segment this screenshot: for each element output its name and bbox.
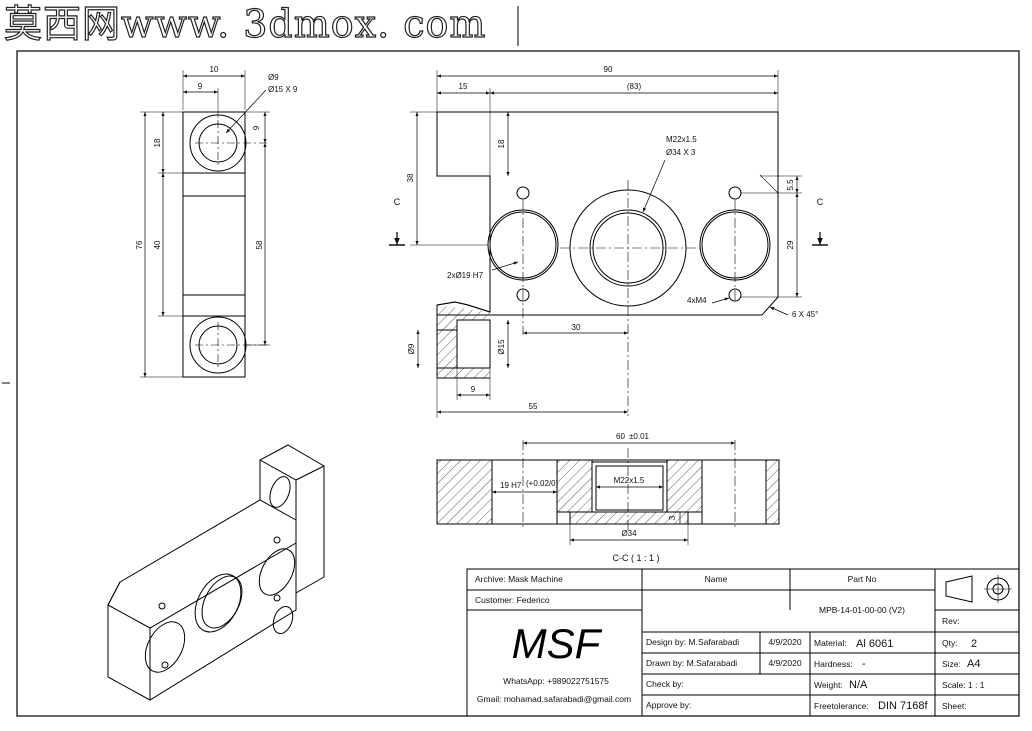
company-logo: MSF — [512, 620, 603, 667]
dim-section-hole-tol: (+0.02/0) — [526, 479, 559, 488]
part-number: MPB-14-01-00-00 (V2) — [819, 605, 905, 615]
hardness-value: - — [862, 658, 866, 670]
dim-side-top-offset: 9 — [198, 82, 203, 91]
section-marker-right: C — [817, 197, 824, 207]
front-view — [389, 70, 828, 418]
dim-side-right-offset: 9 — [252, 125, 261, 130]
title-block — [466, 568, 1020, 717]
drawn-date: 4/9/2020 — [768, 658, 801, 668]
qty-label: Qty: — [942, 638, 958, 648]
dim-section-thread: M22x1.5 — [614, 476, 645, 485]
size-label: Size: — [942, 659, 961, 669]
dim-front-bottom-length: 55 — [529, 402, 538, 411]
dim-side-hole-1: Ø9 — [268, 73, 279, 82]
freetol-value: DIN 7168f — [878, 700, 928, 712]
sheet-label: Sheet: — [942, 701, 967, 711]
dim-front-bore-small: Ø9 — [407, 343, 416, 354]
dim-front-height-step: 18 — [497, 139, 506, 148]
dim-side-overall-height: 76 — [135, 240, 144, 249]
dim-front-bore-depth: 9 — [471, 385, 476, 394]
dim-section-span-tol: ±0.01 — [629, 432, 650, 441]
side-view-labels: 10 9 Ø9 Ø15 X 9 9 18 76 40 58 — [135, 65, 298, 249]
dim-side-inner-height: 40 — [153, 240, 162, 249]
side-view — [140, 70, 270, 378]
dim-front-hole-spacing: 30 — [572, 323, 581, 332]
dim-front-width-overall: 90 — [604, 65, 613, 74]
dim-front-left-offset: 15 — [459, 82, 468, 91]
approve-by: Approve by: — [646, 700, 691, 710]
dim-section-counterbore: Ø34 — [621, 529, 637, 538]
label-tapped: 4xM4 — [687, 296, 707, 305]
name-header: Name — [705, 574, 728, 584]
drawn-by: Drawn by: M.Safarabadi — [646, 658, 737, 668]
gmail: Gmail: mohamad.safarabadi@gmail.com — [477, 694, 631, 704]
material-label: Material: — [814, 638, 847, 648]
dim-front-right-gap: 5.5 — [786, 179, 795, 191]
rev-label: Rev: — [942, 616, 959, 626]
section-view — [436, 440, 780, 545]
section-marker-left: C — [394, 197, 401, 207]
scale: Scale: 1 : 1 — [942, 680, 985, 690]
qty-value: 2 — [971, 638, 977, 650]
customer: Customer: Federico — [475, 595, 550, 605]
watermark: 莫西网www. 3dmox. com — [3, 1, 487, 46]
partno-header: Part No — [848, 574, 877, 584]
size-value: A4 — [967, 658, 980, 670]
dim-front-right-height: 29 — [786, 240, 795, 249]
section-view-labels: 60 ±0.01 19 H7 (+0.02/0) M22x1.5 Ø34 3 C… — [500, 432, 677, 563]
drawing-frame — [16, 50, 1020, 717]
design-date: 4/9/2020 — [768, 637, 801, 647]
dim-front-width-inner: (83) — [627, 82, 642, 91]
dim-side-right-height: 58 — [255, 240, 264, 249]
weight-value: N/A — [849, 679, 868, 691]
weight-label: Weight: — [814, 680, 843, 690]
dim-section-span: 60 — [616, 432, 625, 441]
dim-side-upper-block: 18 — [153, 138, 162, 147]
design-by: Design by: M.Safarabadi — [646, 637, 739, 647]
section-title: C-C ( 1 : 1 ) — [612, 553, 659, 563]
dim-section-depth: 3 — [668, 515, 677, 520]
label-chamfer: 6 X 45° — [792, 310, 818, 319]
freetol-label: Freetolerance: — [814, 701, 869, 711]
label-holes: 2xØ19 H7 — [447, 271, 484, 280]
label-counterbore: Ø34 X 3 — [666, 148, 696, 157]
material-value: Al 6061 — [856, 638, 893, 650]
check-by: Check by: — [646, 679, 684, 689]
front-view-labels: 90 (83) 15 38 18 M22x1.5 Ø34 X 3 2xØ19 H… — [394, 65, 824, 411]
dim-front-height-top: 38 — [406, 173, 415, 182]
title-block-text: Archive: Mask Machine Customer: Federico… — [475, 574, 985, 712]
dim-front-bore-large: Ø15 — [497, 339, 506, 355]
whatsapp: WhatsApp: +989022751575 — [503, 676, 609, 686]
dim-side-hole-2: Ø15 X 9 — [268, 85, 298, 94]
label-thread: M22x1.5 — [666, 135, 697, 144]
archive: Archive: Mask Machine — [475, 574, 563, 584]
dim-section-hole-fit: 19 H7 — [500, 481, 522, 490]
dim-side-top-width: 10 — [210, 65, 219, 74]
hardness-label: Hardness: — [814, 659, 853, 669]
isometric-view — [107, 444, 325, 701]
